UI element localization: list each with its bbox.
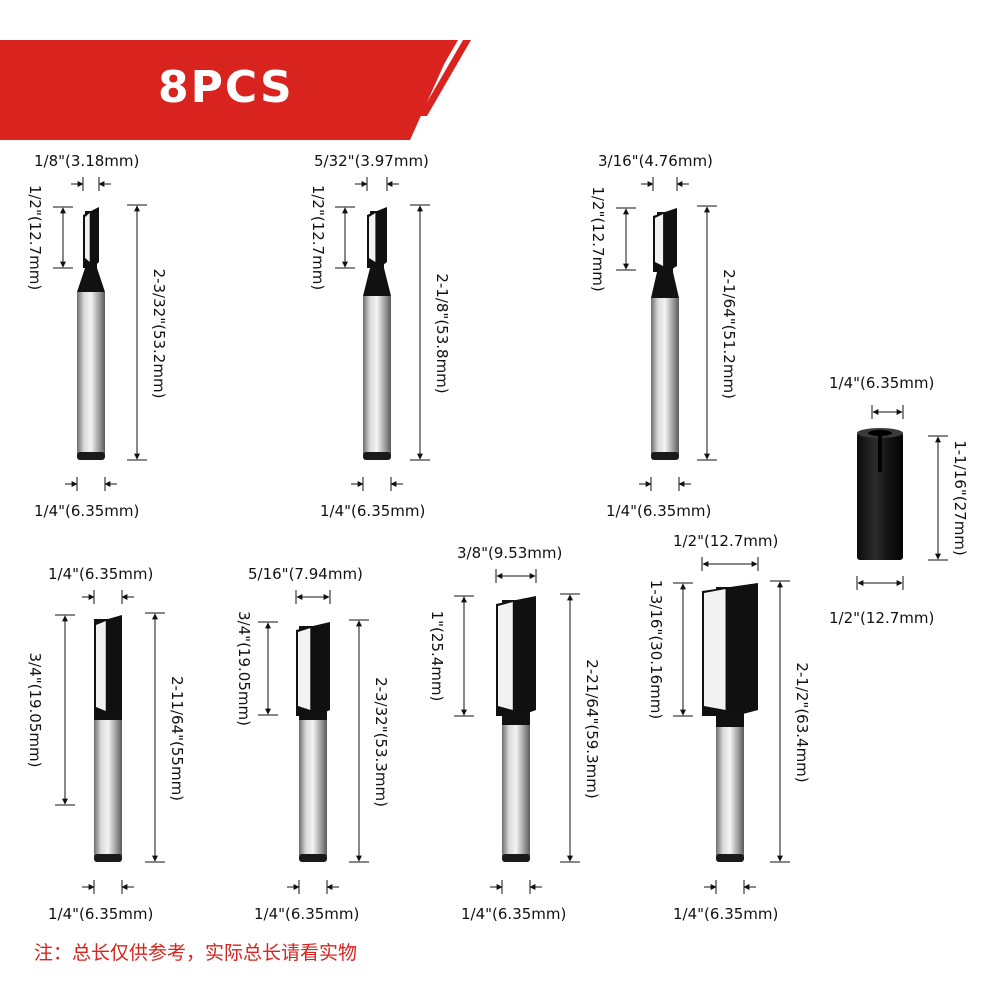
bit-5-cut-dia-label: 5/16"(7.94mm) [248, 565, 363, 583]
bit-7-total-len-label: 2-1/2"(63.4mm) [793, 662, 811, 782]
bit-7-shank [716, 727, 744, 856]
bit-6-shank-label: 1/4"(6.35mm) [461, 905, 566, 923]
bit-1-carbide-tip [85, 213, 90, 262]
bit-2-shank-end [363, 452, 391, 460]
bit-3-total-len-label: 2-1/64"(51.2mm) [720, 269, 738, 399]
bit-4-shank-end [94, 854, 122, 862]
bit-2-neck [363, 268, 391, 296]
bit-1-neck [77, 268, 105, 292]
bit-1-shank-end [77, 452, 105, 460]
bit-3-cut-len-label: 1/2"(12.7mm) [589, 186, 607, 291]
banner-red-shape [0, 40, 455, 140]
sleeve-outer-dia-label: 1/2"(12.7mm) [829, 609, 934, 627]
bit-5-shank-end [299, 854, 327, 862]
banner-title: 8PCS [158, 62, 294, 113]
bit-2-shank-label: 1/4"(6.35mm) [320, 502, 425, 520]
bit-2-carbide-tip [369, 213, 376, 262]
bit-7-cut-dia-label: 1/2"(12.7mm) [673, 532, 778, 550]
bit-6-shank-end [502, 854, 530, 862]
bit-2-shank [363, 296, 391, 454]
bit-4-shank-label: 1/4"(6.35mm) [48, 905, 153, 923]
bit-4-carbide-tip [96, 621, 106, 711]
bit-3-shank [651, 298, 679, 454]
banner-stripe-2 [419, 40, 471, 116]
bit-4-cut-len-label: 3/4"(19.05mm) [26, 653, 44, 768]
bit-3-shank-label: 1/4"(6.35mm) [606, 502, 711, 520]
bit-6-total-len-label: 2-21/64"(59.3mm) [583, 659, 601, 798]
bit-1-cut-dia-label: 1/8"(3.18mm) [34, 152, 139, 170]
bit-6-neck [502, 716, 530, 725]
reference-note: 注：总长仅供参考，实际总长请看实物 [34, 942, 358, 964]
bit-2-cut-dia-label: 5/32"(3.97mm) [314, 152, 429, 170]
banner-stripe-1 [406, 40, 458, 116]
bit-5-neck [299, 716, 327, 720]
bit-2-cut-len-label: 1/2"(12.7mm) [309, 185, 327, 290]
bit-7-shank-label: 1/4"(6.35mm) [673, 905, 778, 923]
sleeve-length-label: 1-1/16"(27mm) [951, 440, 969, 556]
bit-7-carbide-tip [704, 589, 726, 710]
bit-5-shank-label: 1/4"(6.35mm) [254, 905, 359, 923]
sleeve-body [857, 432, 903, 560]
bit-7-neck [716, 716, 744, 727]
bit-2-total-len-label: 2-1/8"(53.8mm) [433, 273, 451, 393]
bit-7-shank-end [716, 854, 744, 862]
bit-7-cut-len-label: 1-3/16"(30.16mm) [647, 580, 665, 719]
bit-5-total-len-label: 2-3/32"(53.3mm) [372, 677, 390, 807]
sleeve-inner-dia-label: 1/4"(6.35mm) [829, 374, 934, 392]
bit-6-cut-len-label: 1"(25.4mm) [428, 611, 446, 702]
bit-6-cut-dia-label: 3/8"(9.53mm) [457, 544, 562, 562]
bit-3-carbide-tip [655, 214, 664, 266]
bit-3-neck [651, 272, 679, 298]
bit-5-carbide-tip [298, 628, 311, 710]
bit-1-shank [77, 292, 105, 454]
bit-3-shank-end [651, 452, 679, 460]
bit-4-total-len-label: 2-11/64"(55mm) [168, 676, 186, 801]
bit-1-total-len-label: 2-3/32"(53.2mm) [150, 269, 168, 399]
bit-4-shank [94, 720, 122, 856]
bit-3-cut-dia-label: 3/16"(4.76mm) [598, 152, 713, 170]
bit-5-shank [299, 720, 327, 856]
bit-5-cut-len-label: 3/4"(19.05mm) [235, 611, 253, 726]
bit-1-shank-label: 1/4"(6.35mm) [34, 502, 139, 520]
bit-6-shank [502, 725, 530, 856]
bit-1-cut-len-label: 1/2"(12.7mm) [26, 185, 44, 290]
banner [0, 40, 471, 140]
bit-4-neck [94, 717, 122, 720]
bit-6-carbide-tip [498, 602, 513, 710]
bit-4-cut-dia-label: 1/4"(6.35mm) [48, 565, 153, 583]
sleeve-slot [878, 432, 882, 472]
